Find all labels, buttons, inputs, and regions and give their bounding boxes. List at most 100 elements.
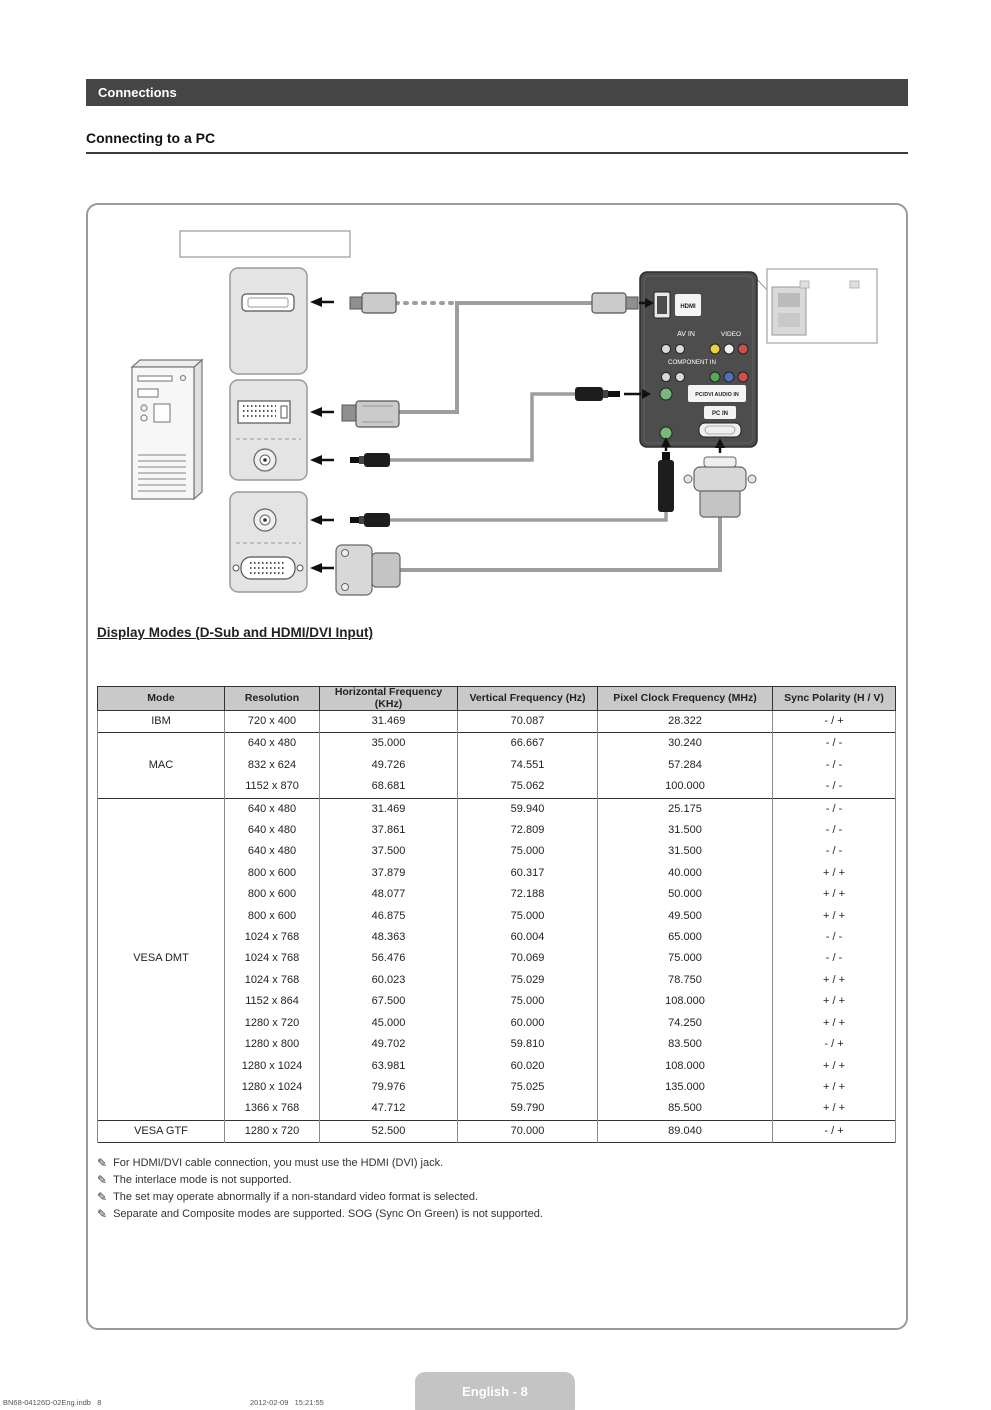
mode-value-cell: 37.879: [319, 862, 458, 885]
mode-value-cell: 37.861: [319, 820, 458, 842]
column-header: Resolution: [224, 686, 320, 711]
column-header: Pixel Clock Frequency (MHz): [597, 686, 773, 711]
mode-value-cell: 59.790: [457, 1098, 598, 1121]
print-footer-filename: BN68-04126D-02Eng.indb 8: [3, 1398, 102, 1407]
mode-cell: VESA GTF: [97, 1119, 225, 1143]
mode-value-cell: 72.188: [457, 884, 598, 906]
mode-value-cell: + / +: [772, 1012, 896, 1035]
mode-value-cell: 25.175: [597, 797, 773, 821]
audio-plug-vertical: [658, 452, 674, 512]
mode-value-cell: - / -: [772, 732, 896, 755]
mode-value-cell: 75.062: [457, 776, 598, 799]
section-title: Connecting to a PC: [86, 130, 216, 146]
mode-value-cell: 46.875: [319, 905, 458, 928]
column-header: Mode: [97, 686, 225, 711]
pencil-note-icon: ✎: [97, 1156, 108, 1170]
tv-pc-in-port: [698, 422, 742, 438]
mode-value-cell: - / +: [772, 1119, 896, 1143]
pc-audio-cable: [350, 437, 674, 527]
tv-pc-dvi-audio-in-jack: [659, 387, 673, 401]
notes-list: ✎For HDMI/DVI cable connection, you must…: [97, 1157, 887, 1225]
mode-value-cell: 56.476: [319, 948, 458, 970]
tv-pc-dvi-audio-label-chip: [688, 385, 746, 402]
tv-rear-panel: HDMI AV IN VIDEO COMPONENT IN: [639, 271, 758, 448]
mode-value-cell: 37.500: [319, 841, 458, 863]
mode-value-cell: 78.750: [597, 969, 773, 992]
mode-value-cell: 1280 x 720: [224, 1119, 320, 1143]
mode-value-cell: 1280 x 720: [224, 1012, 320, 1035]
column-header: Sync Polarity (H / V): [772, 686, 896, 711]
pc-connection-diagram: HDMI AV IN VIDEO COMPONENT IN: [130, 230, 878, 596]
column-header: Vertical Frequency (Hz): [457, 686, 598, 711]
mode-value-cell: 100.000: [597, 776, 773, 799]
component-in-label: COMPONENT IN: [668, 359, 716, 366]
note-text: The set may operate abnormally if a non-…: [113, 1191, 479, 1203]
mode-value-cell: 75.000: [597, 948, 773, 970]
pencil-note-icon: ✎: [97, 1190, 108, 1204]
arrow-icon-into-audio-in: [624, 389, 651, 399]
mode-value-cell: 108.000: [597, 991, 773, 1013]
mode-value-cell: 48.077: [319, 884, 458, 906]
mode-value-cell: 47.712: [319, 1098, 458, 1121]
mode-cell: IBM: [97, 709, 225, 733]
audio-plug: [350, 453, 390, 467]
mode-value-cell: 74.250: [597, 1012, 773, 1035]
arrow-icons-to-pc: [310, 297, 334, 573]
mode-value-cell: 75.025: [457, 1076, 598, 1099]
mode-value-cell: + / +: [772, 905, 896, 928]
mode-value-cell: 1280 x 800: [224, 1034, 320, 1056]
mode-value-cell: 67.500: [319, 991, 458, 1013]
mode-value-cell: 60.023: [319, 969, 458, 992]
hdmi-connector-tv-end: [591, 292, 639, 314]
pc-audio-out-jack-2: [253, 508, 277, 532]
mode-cell: VESA DMT: [97, 797, 225, 1121]
mode-value-cell: + / +: [772, 969, 896, 992]
mode-value-cell: 57.284: [597, 754, 773, 777]
chapter-title: Connections: [98, 85, 177, 100]
arrow-icon-up-vga: [715, 438, 725, 453]
mode-value-cell: 1152 x 870: [224, 776, 320, 799]
mode-value-cell: 60.020: [457, 1055, 598, 1077]
mode-value-cell: 640 x 480: [224, 841, 320, 863]
mode-value-cell: 74.551: [457, 754, 598, 777]
mode-cell: MAC: [97, 732, 225, 799]
mode-value-cell: + / +: [772, 1055, 896, 1077]
dsub-connector: [335, 544, 401, 596]
mode-value-cell: 31.469: [319, 797, 458, 821]
mode-value-cell: 75.000: [457, 841, 598, 863]
mode-value-cell: + / +: [772, 1098, 896, 1121]
mode-value-cell: + / +: [772, 991, 896, 1013]
mode-value-cell: 60.004: [457, 927, 598, 949]
mode-value-cell: - / -: [772, 948, 896, 970]
mode-value-cell: 1024 x 768: [224, 927, 320, 949]
caption-box: [179, 230, 351, 258]
mode-value-cell: 45.000: [319, 1012, 458, 1035]
mode-value-cell: 832 x 624: [224, 754, 320, 777]
mode-value-cell: 640 x 480: [224, 732, 320, 755]
note-item: ✎Separate and Composite modes are suppor…: [97, 1208, 887, 1221]
mode-value-cell: - / -: [772, 841, 896, 863]
mode-value-cell: 28.322: [597, 709, 773, 733]
mode-value-cell: 68.681: [319, 776, 458, 799]
hdmi-out-port: [241, 293, 295, 312]
mode-value-cell: 52.500: [319, 1119, 458, 1143]
mode-value-cell: 75.000: [457, 991, 598, 1013]
mode-value-cell: 31.469: [319, 709, 458, 733]
mode-value-cell: 1152 x 864: [224, 991, 320, 1013]
page-number-badge: English - 8: [415, 1372, 575, 1410]
mode-value-cell: 720 x 400: [224, 709, 320, 733]
content-box: HDMI AV IN VIDEO COMPONENT IN: [86, 203, 908, 1330]
mode-value-cell: 83.500: [597, 1034, 773, 1056]
mode-value-cell: 1024 x 768: [224, 948, 320, 970]
mode-value-cell: 70.087: [457, 709, 598, 733]
